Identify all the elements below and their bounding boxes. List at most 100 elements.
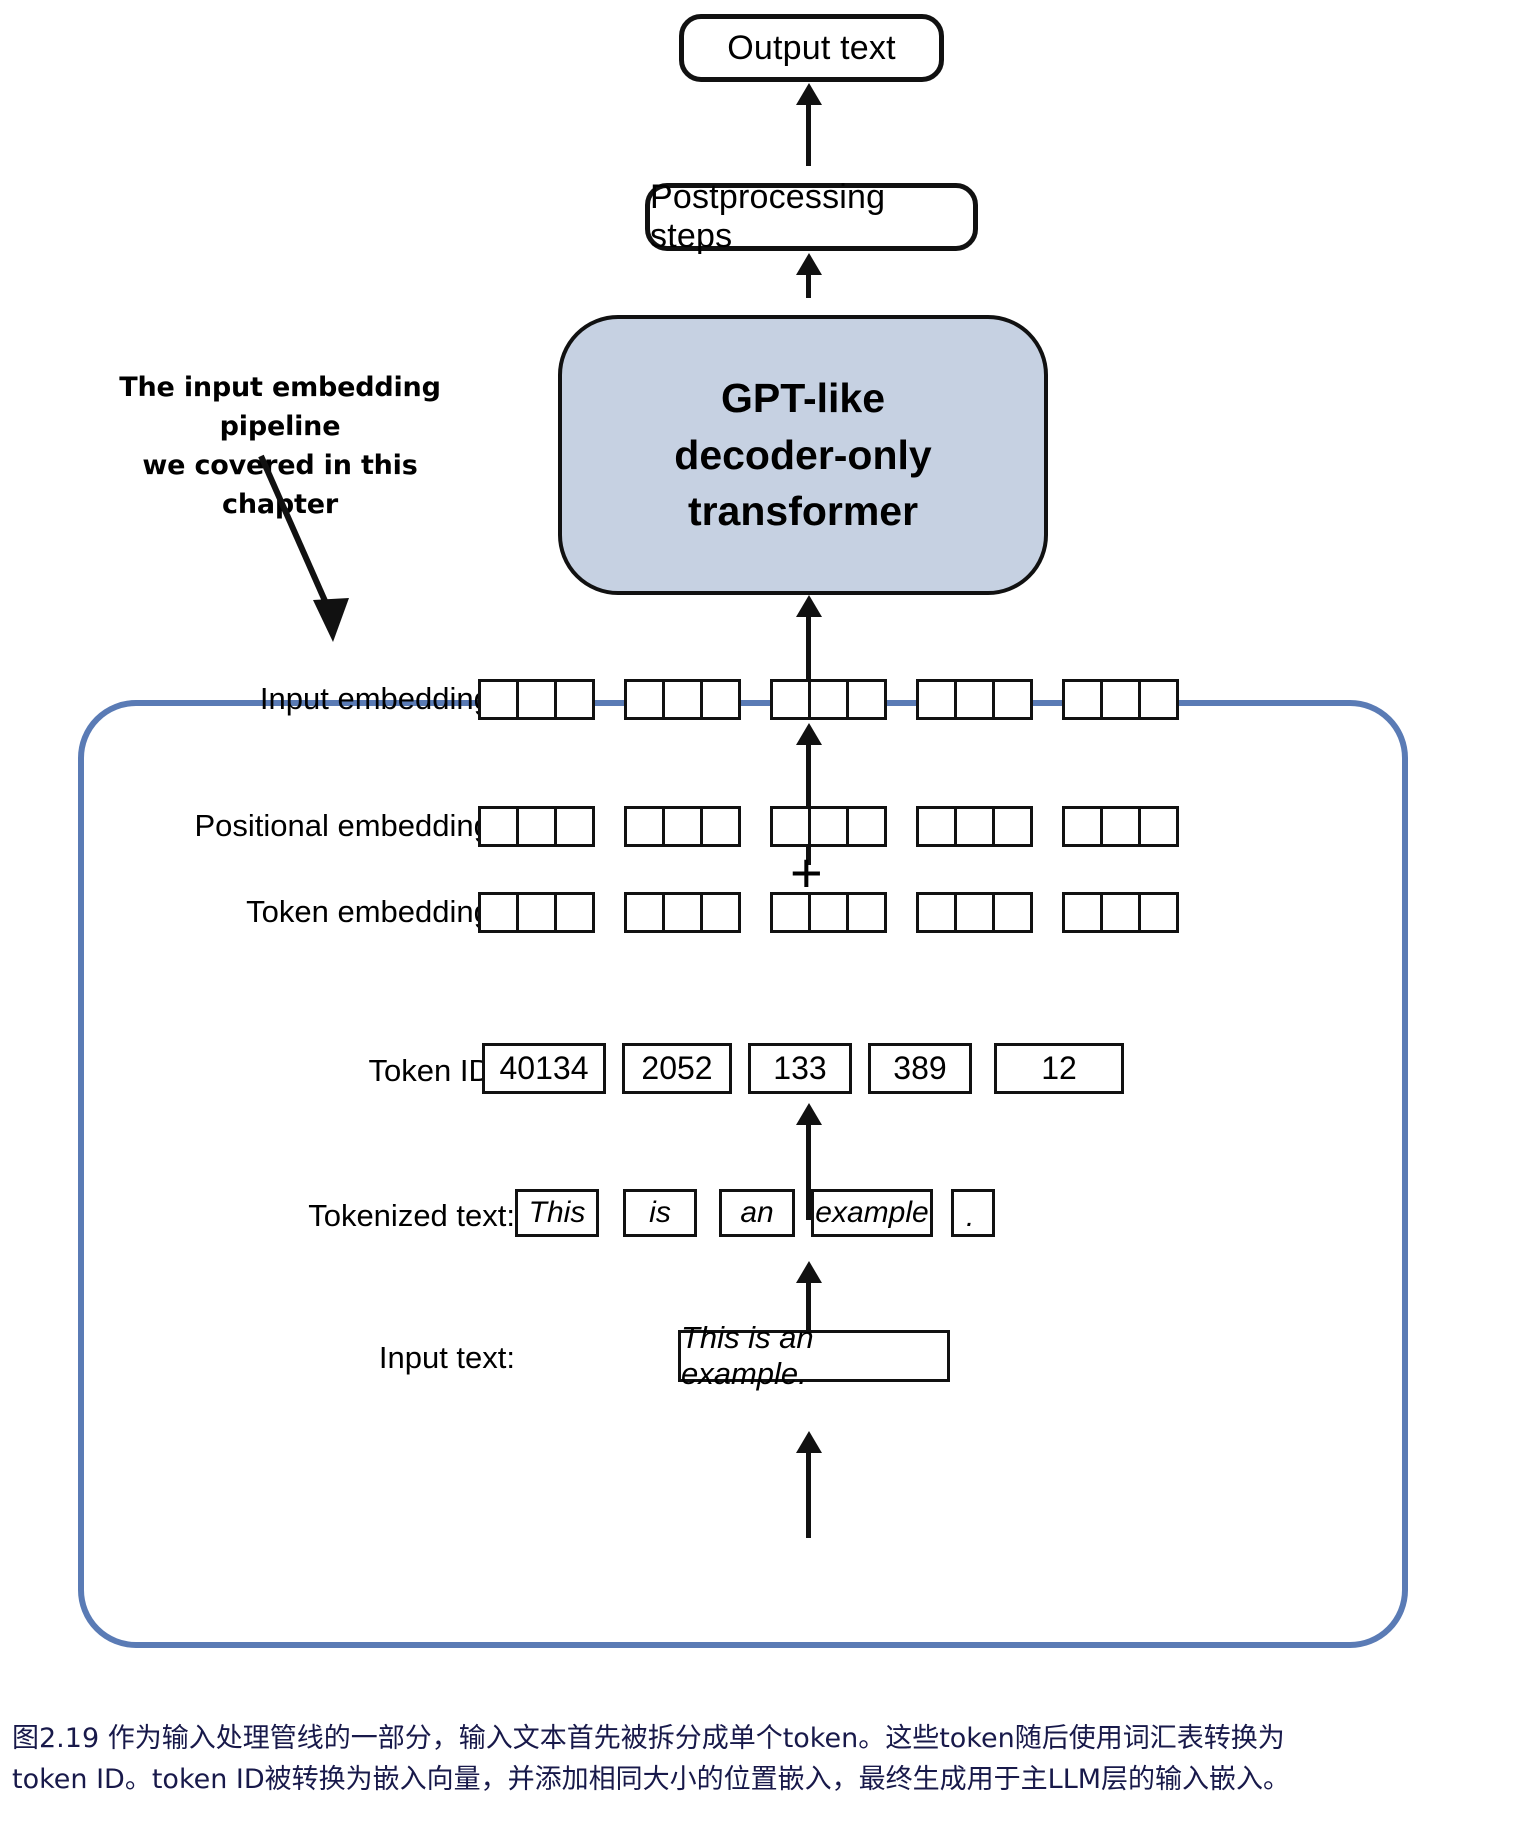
caption-line-1: 图2.19 作为输入处理管线的一部分，输入文本首先被拆分成单个token。这些t… [12,1723,1285,1754]
output-text-label: Output text [727,28,896,67]
gpt-label-line-1: GPT-like [720,375,886,422]
gpt-label-line-3: transformer [687,488,919,535]
embedding-cell [1062,679,1103,720]
embedding-cell [516,679,557,720]
embedding-group [916,806,1033,847]
tokenized-text-label: Tokenized text: [308,1198,515,1233]
gpt-transformer-label: GPT-like decoder-only transformer [674,370,931,540]
positional-embeddings-cells [478,806,1179,847]
embedding-cell [624,892,665,933]
embedding-cell [700,892,741,933]
embedding-group [478,892,595,933]
token-id-box: 40134 [482,1043,606,1094]
embedding-group [624,679,741,720]
tokenized-text-box: is [623,1189,697,1237]
embedding-cell [992,806,1033,847]
embedding-cell [770,892,811,933]
embedding-cell [916,806,957,847]
embedding-cell [846,679,887,720]
embedding-group [478,679,595,720]
input-text-label: Input text: [378,1340,515,1375]
embedding-cell [554,679,595,720]
embedding-cell [554,892,595,933]
embedding-cell [1138,806,1179,847]
positional-embeddings-label: Positional embeddings: [194,808,515,843]
embedding-cell [992,679,1033,720]
embedding-group [624,806,741,847]
tokenized-text-box: . [951,1189,995,1237]
token-id-box: 133 [748,1043,852,1094]
embedding-group [770,892,887,933]
embedding-cell [954,892,995,933]
embedding-cell [808,679,849,720]
plus-operator: + [790,841,823,904]
embedding-cell [516,892,557,933]
embedding-cell [624,806,665,847]
embedding-cell [916,892,957,933]
embedding-cell [954,806,995,847]
token-id-box: 12 [994,1043,1124,1094]
embedding-cell [808,892,849,933]
arrow-positional-to-input-embeddings-icon [806,740,811,865]
embedding-cell [1062,892,1103,933]
embedding-group [478,806,595,847]
tokenized-text-box: an [719,1189,795,1237]
arrow-tokenized-text-to-token-ids-icon [806,1278,811,1368]
arrow-input-text-to-tokenized-text-icon [806,1448,811,1538]
token-id-box: 389 [868,1043,972,1094]
embedding-cell [1100,679,1141,720]
embedding-cell [700,806,741,847]
embedding-group [916,679,1033,720]
token-embeddings-label: Token embeddings: [246,894,515,929]
embedding-cell [846,806,887,847]
embedding-cell [1100,806,1141,847]
embedding-group [1062,679,1179,720]
arrow-token-ids-to-token-embeddings-icon [806,1120,811,1220]
postprocessing-steps-box: Postprocessing steps [645,178,978,255]
embedding-cell [624,679,665,720]
postprocessing-steps-label: Postprocessing steps [650,178,886,255]
embedding-group [770,679,887,720]
embedding-group [770,806,887,847]
embedding-group [1062,892,1179,933]
embedding-cell [478,679,519,720]
output-text-box: Output text [679,14,944,82]
embedding-cell [662,806,703,847]
embedding-cell [1138,679,1179,720]
input-text-value: This is an example. [681,1320,814,1391]
embedding-cell [992,892,1033,933]
embedding-cell [1062,806,1103,847]
input-embeddings-label: Input embeddings: [259,681,515,716]
embedding-cell [846,892,887,933]
embedding-group [1062,806,1179,847]
tokenized-text-box: example [811,1189,933,1237]
caption-line-2: token ID。token ID被转换为嵌入向量，并添加相同大小的位置嵌入，最… [12,1764,1291,1796]
embedding-cell [554,806,595,847]
token-ids-label: Token IDs: [368,1053,515,1088]
token-embeddings-cells [478,892,1179,933]
embedding-cell [662,679,703,720]
annotation-arrow-icon [258,454,349,642]
embedding-cell [954,679,995,720]
embedding-cell [516,806,557,847]
embedding-cell [700,679,741,720]
embedding-cell [662,892,703,933]
token-id-box: 2052 [622,1043,732,1094]
gpt-label-line-2: decoder-only [674,431,932,478]
input-embeddings-cells [478,679,1179,720]
arrow-gpt-to-postprocessing-icon [806,270,811,298]
token-ids-boxes: 40134 2052 133 389 12 [482,1043,1140,1094]
annotation-line-1: The input embedding pipeline [119,372,441,443]
arrow-input-embeddings-to-gpt-icon [806,612,811,717]
input-embedding-pipeline-container [78,700,1408,1648]
figure-caption: 图2.19 作为输入处理管线的一部分，输入文本首先被拆分成单个token。这些t… [12,1718,1507,1800]
input-text-box: This is an example. [678,1320,950,1391]
embedding-cell [478,806,519,847]
embedding-group [916,892,1033,933]
tokenized-text-box: This [515,1189,599,1237]
gpt-transformer-box: GPT-like decoder-only transformer [558,315,1048,595]
arrow-postprocessing-to-output-icon [806,100,811,166]
embedding-cell [770,679,811,720]
embedding-cell [1138,892,1179,933]
